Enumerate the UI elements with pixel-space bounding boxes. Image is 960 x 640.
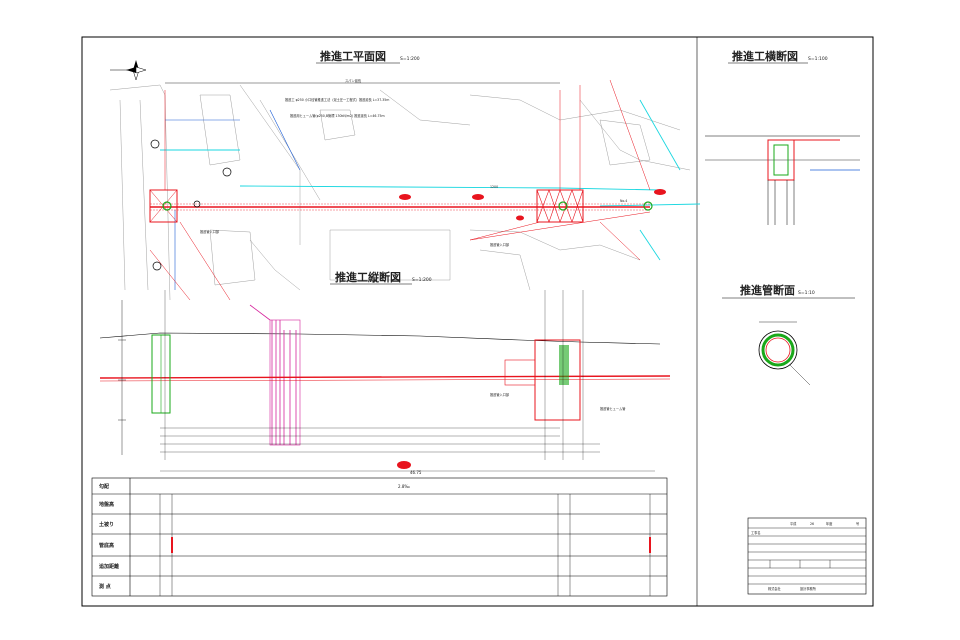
- pipe-section-view: 推進管断面 S=1:10: [722, 283, 855, 386]
- cross-title: 推進工横断図: [732, 49, 798, 63]
- profile-view: 推進工縦断図 S=1:200: [99, 270, 671, 475]
- row-label-distance: 追加距離: [99, 563, 119, 570]
- profile-title: 推進工縦断図: [335, 270, 401, 284]
- total-length-label: 46.75: [410, 470, 422, 475]
- pipe-wall: [761, 333, 795, 367]
- profile-scale: S=1:200: [412, 277, 432, 283]
- title-name-label: 工事名: [751, 530, 761, 535]
- north-arrow-icon: [110, 60, 147, 81]
- plan-title: 推進工平面図: [320, 49, 386, 63]
- pipe-title: 推進管断面: [740, 283, 795, 297]
- svg-text:推進管入口部: 推進管入口部: [490, 392, 510, 397]
- pipe-outer: [758, 330, 798, 370]
- row-label-gradient: 勾配: [99, 483, 109, 490]
- title-year: 平成: [790, 521, 797, 526]
- profile-pipe: [99, 375, 671, 379]
- profile-table: 勾配 地盤高 土被り 管底高 追加距離 測 点 2.8‰: [91, 477, 668, 597]
- cross-section-view: 推進工横断図 S=1:100: [705, 49, 860, 225]
- plan-end-shaft: [536, 189, 584, 223]
- profile-end-shaft: [534, 339, 581, 421]
- svg-text:No.4: No.4: [620, 199, 627, 203]
- row-label-invert: 管底高: [99, 542, 114, 549]
- svg-text:推進管入口部: 推進管入口部: [200, 229, 220, 234]
- title-company: 株式会社: [768, 586, 782, 591]
- row-label-cover: 土被り: [99, 521, 114, 528]
- title-year-num: 26: [810, 522, 814, 526]
- row-label-ground: 地盤高: [99, 501, 114, 508]
- svg-text:推進用ヒューム管(φ250,B管標 130kN/m2) 推進: 推進用ヒューム管(φ250,B管標 130kN/m2) 推進延長 L=46.75…: [290, 113, 385, 118]
- svg-text:推進管ヒューム管: 推進管ヒューム管: [600, 406, 625, 411]
- gradient-value: 2.8‰: [398, 484, 410, 489]
- cross-scale: S=1:100: [808, 56, 828, 62]
- svg-text:推進管入口部: 推進管入口部: [490, 242, 510, 247]
- svg-text:1200: 1200: [490, 185, 498, 189]
- sheet-frame: [81, 36, 874, 607]
- plan-start-shaft: [149, 189, 178, 223]
- title-year-unit: 年度: [826, 521, 833, 526]
- profile-ground-line: [99, 332, 661, 345]
- plan-view: 推進工平面図 S=1:200 スパン延長: [109, 49, 701, 301]
- title-block: 平成 26 年度 号 工事名 株式会社 設計事務所: [747, 517, 867, 595]
- span-label: スパン延長: [345, 78, 362, 83]
- title-office: 設計事務所: [800, 586, 817, 591]
- plan-scale: S=1:200: [400, 56, 420, 62]
- title-no: 号: [856, 521, 859, 526]
- svg-text:推進工 φ250 小口径管推進工法（泥土圧一工程式）推進延長: 推進工 φ250 小口径管推進工法（泥土圧一工程式）推進延長 L=37.35m: [285, 97, 389, 102]
- pipe-scale: S=1:10: [798, 290, 815, 296]
- row-label-station: 測 点: [99, 583, 111, 590]
